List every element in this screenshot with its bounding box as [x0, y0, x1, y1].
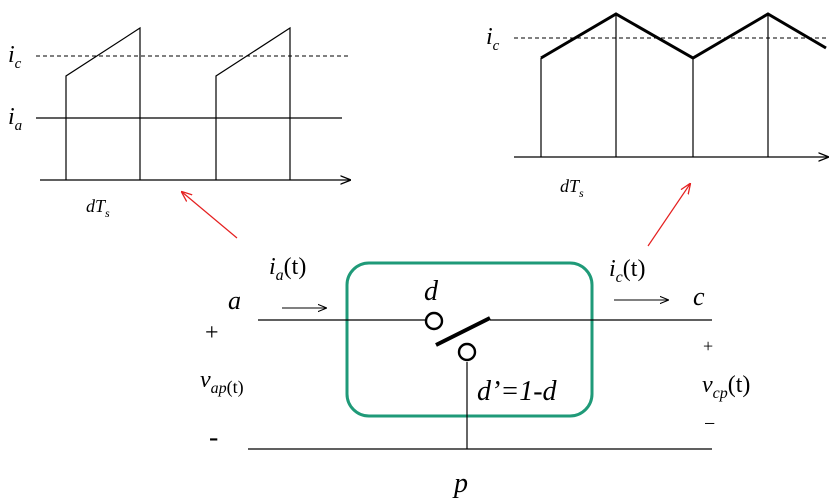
- switch-network: ia(t) ic(t) a c p d d’=1-d + - vap(t) + …: [200, 254, 750, 499]
- vcp-label: vcp(t): [702, 372, 750, 402]
- left-waveform-plot: ic ia dTs: [8, 26, 350, 220]
- red-arrow-to-left-plot: [182, 192, 238, 239]
- left-ic-label: ic: [8, 42, 22, 72]
- left-pulse-1: [65, 26, 141, 180]
- red-arrow-to-right-plot: [647, 184, 690, 247]
- left-plus-sign: +: [205, 320, 219, 346]
- right-ic-label: ic: [486, 24, 500, 54]
- node-a-label: a: [228, 286, 241, 315]
- ia-t-label: ia(t): [269, 254, 306, 284]
- right-plus-sign: +: [703, 336, 713, 356]
- switch-contact-d: [424, 311, 444, 331]
- switch-contact-dprime: [457, 342, 477, 362]
- right-waveform-plot: ic dTs: [486, 12, 828, 200]
- right-time-label: dTs: [560, 176, 584, 200]
- right-ripple-waveform: [540, 12, 827, 60]
- switch-network-box: [345, 261, 594, 418]
- duty-d-label: d: [424, 276, 439, 307]
- left-minus-sign: -: [209, 422, 218, 453]
- left-ia-label: ia: [8, 104, 22, 134]
- node-c-label: c: [693, 282, 705, 311]
- duty-dprime-label: d’=1-d: [477, 376, 558, 407]
- node-p-label: p: [452, 468, 468, 499]
- ic-t-label: ic(t): [609, 256, 645, 286]
- vap-label: vap(t): [200, 367, 244, 398]
- switch-blade: [435, 316, 491, 347]
- left-time-label: dTs: [86, 196, 110, 220]
- right-minus-sign: −: [704, 413, 715, 435]
- left-pulse-2: [215, 26, 291, 180]
